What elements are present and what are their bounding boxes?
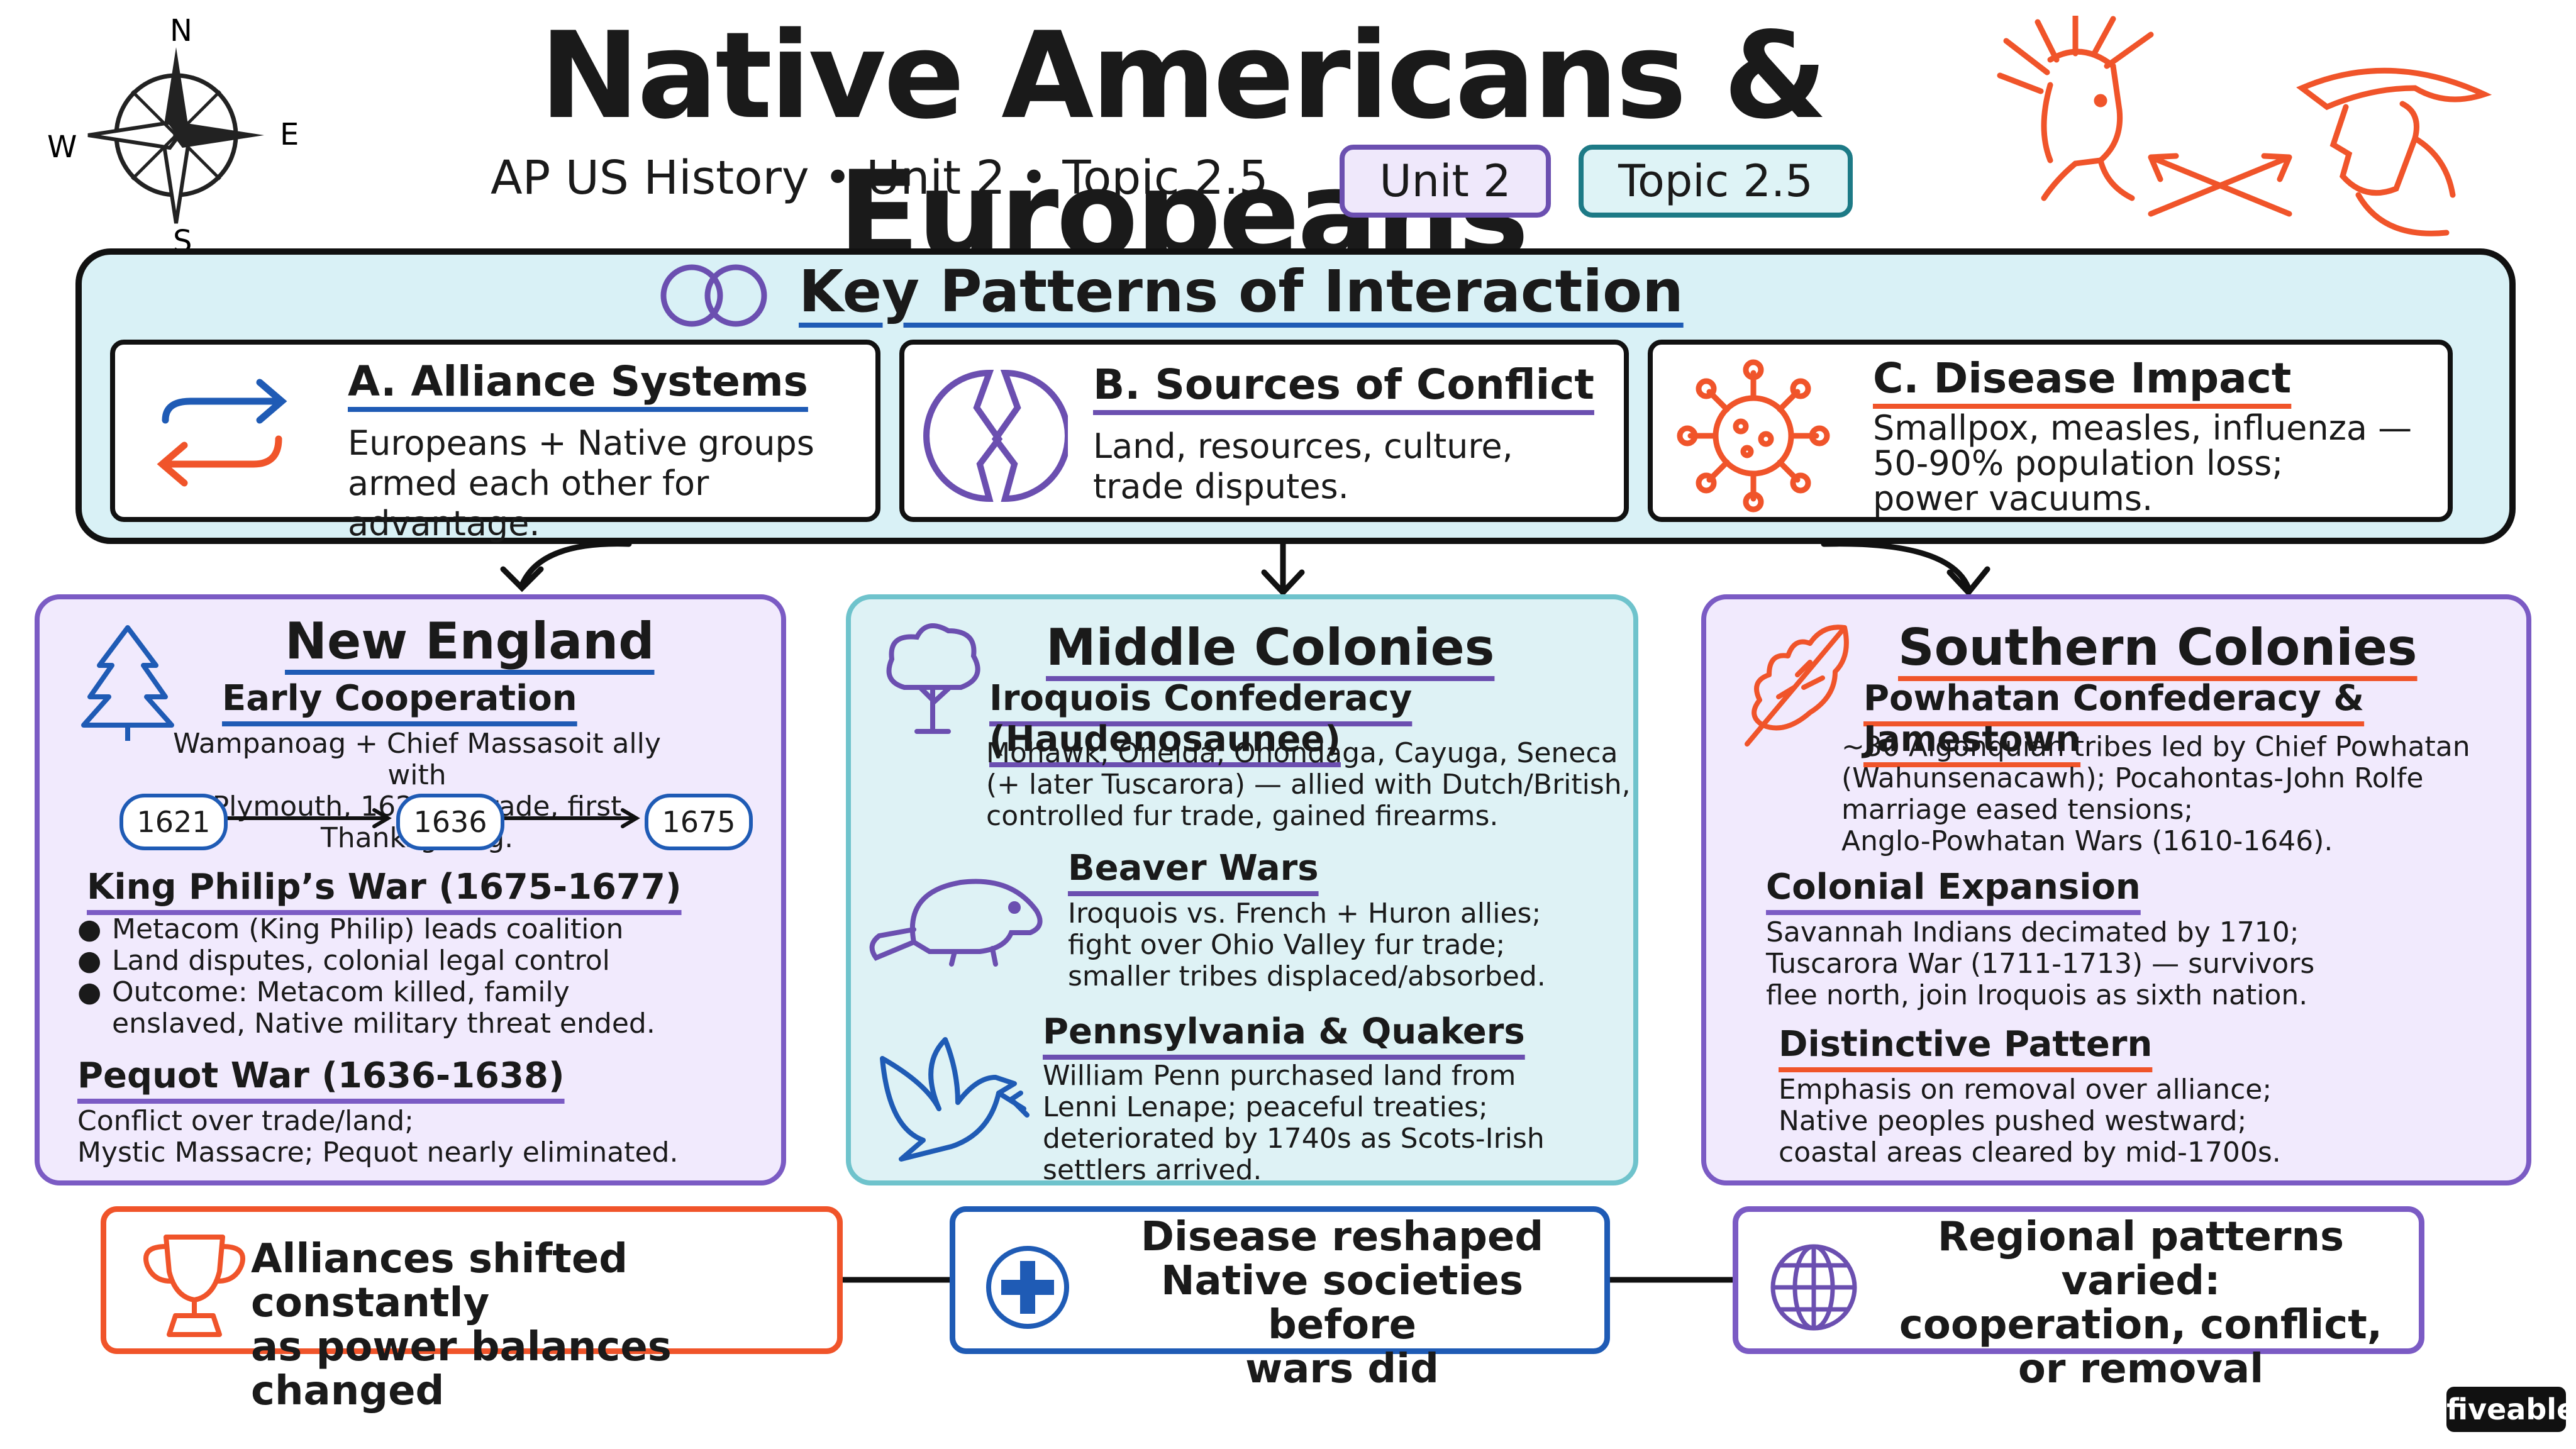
sources-of-conflict-card: B. Sources of Conflict Land, resources, … bbox=[899, 340, 1629, 522]
distinctive-pattern-body: Emphasis on removal over alliance; Nativ… bbox=[1779, 1074, 2281, 1169]
colonial-expansion-title: Colonial Expansion bbox=[1766, 867, 2141, 908]
page-subtitle: AP US History • Unit 2 • Topic 2.5 bbox=[491, 151, 1269, 205]
early-cooperation-title: Early Cooperation bbox=[222, 678, 577, 719]
iroquois-title: Iroquois Confederacy (Haudenosaunee) bbox=[989, 678, 1413, 760]
native-headdress-portrait-icon bbox=[1981, 13, 2189, 204]
timeline-date-1636: 1636 bbox=[396, 794, 504, 850]
takeaway-regional-box: Regional patterns varied: cooperation, c… bbox=[1733, 1206, 2424, 1391]
southern-colonies-panel: Southern Colonies Powhatan Confederacy &… bbox=[1701, 594, 2531, 1185]
takeaway-alliances-box: Alliances shifted constantly as power ba… bbox=[101, 1206, 843, 1413]
new-england-title: New England bbox=[285, 612, 655, 670]
distinctive-pattern-title: Distinctive Pattern bbox=[1779, 1024, 2153, 1065]
bullet-item: ●Land disputes, colonial legal control bbox=[77, 945, 610, 977]
sources-of-conflict-title: B. Sources of Conflict bbox=[1093, 360, 1594, 409]
alliance-systems-card: A. Alliance Systems Europeans + Native g… bbox=[110, 340, 880, 543]
broken-circle-icon bbox=[923, 364, 1071, 508]
crossed-arrows-icon bbox=[2138, 145, 2302, 226]
bullet-item: ●Metacom (King Philip) leads coalition bbox=[77, 913, 624, 945]
oak-leaf-icon bbox=[1735, 618, 1860, 750]
takeaway-alliances-text: Alliances shifted constantly as power ba… bbox=[251, 1236, 672, 1414]
trophy-icon bbox=[131, 1228, 257, 1341]
powhatan-body: ~30 Algonquian tribes led by Chief Powha… bbox=[1841, 731, 2470, 857]
oak-tree-icon bbox=[879, 618, 986, 738]
timeline-date-1621: 1621 bbox=[119, 794, 228, 850]
takeaway-disease-text: Disease reshaped Native societies before… bbox=[1140, 1214, 1544, 1392]
pennsylvania-quakers-title: Pennsylvania & Quakers bbox=[1043, 1011, 1525, 1052]
beaver-wars-body: Iroquois vs. French + Huron allies; figh… bbox=[1068, 897, 1546, 992]
pequot-war-title: Pequot War (1636-1638) bbox=[77, 1055, 565, 1096]
key-patterns-title: Key Patterns of Interaction bbox=[799, 258, 1684, 325]
middle-colonies-panel: Middle Colonies Iroquois Confederacy (Ha… bbox=[846, 594, 1638, 1186]
interlocking-rings-icon bbox=[648, 261, 780, 330]
fiveable-logo: fiveable bbox=[2446, 1387, 2576, 1432]
takeaway-disease-box: Disease reshaped Native societies before… bbox=[950, 1206, 1610, 1391]
sources-of-conflict-body: Land, resources, culture, trade disputes… bbox=[1093, 426, 1513, 506]
pennsylvania-quakers-body: William Penn purchased land from Lenni L… bbox=[1043, 1060, 1545, 1186]
virus-icon bbox=[1672, 357, 1835, 514]
colonist-tricorn-portrait-icon bbox=[2289, 50, 2497, 239]
bullet-item: ●Outcome: Metacom killed, family enslave… bbox=[77, 976, 655, 1040]
king-philips-war-bullets: ●Metacom (King Philip) leads coalition ●… bbox=[77, 914, 769, 1040]
alliance-systems-title: A. Alliance Systems bbox=[348, 357, 808, 406]
svg-text:N: N bbox=[170, 13, 192, 48]
middle-colonies-title: Middle Colonies bbox=[1046, 618, 1495, 677]
timeline-date-1675: 1675 bbox=[645, 794, 753, 850]
powhatan-title: Powhatan Confederacy & Jamestown bbox=[1863, 678, 2365, 760]
svg-text:E: E bbox=[280, 117, 299, 152]
pequot-war-body: Conflict over trade/land; Mystic Massacr… bbox=[77, 1105, 679, 1169]
colonial-expansion-body: Savannah Indians decimated by 1710; Tusc… bbox=[1766, 916, 2315, 1011]
exchange-arrows-icon bbox=[140, 370, 304, 496]
topic-tag: Topic 2.5 bbox=[1579, 145, 1853, 218]
peace-dove-icon bbox=[863, 1033, 1033, 1165]
disease-impact-body: Smallpox, measles, influenza — 50-90% po… bbox=[1873, 408, 2412, 518]
compass-rose-icon: N E S W bbox=[38, 13, 314, 259]
svg-text:W: W bbox=[47, 130, 77, 165]
takeaway-regional-text: Regional patterns varied: cooperation, c… bbox=[1899, 1214, 2383, 1392]
alliance-systems-body: Europeans + Native groups armed each oth… bbox=[348, 423, 814, 543]
disease-impact-title: C. Disease Impact bbox=[1873, 354, 2292, 402]
disease-impact-card: C. Disease Impact Smallpox, measles, inf… bbox=[1648, 340, 2453, 522]
medical-cross-icon bbox=[984, 1243, 1072, 1331]
beaver-icon bbox=[867, 854, 1055, 974]
globe-icon bbox=[1767, 1240, 1861, 1335]
king-philips-war-title: King Philip’s War (1675-1677) bbox=[87, 867, 682, 908]
iroquois-body: Mohawk, Oneida, Onondaga, Cayuga, Seneca… bbox=[986, 737, 1631, 832]
beaver-wars-title: Beaver Wars bbox=[1068, 848, 1319, 889]
new-england-panel: New England Early Cooperation Wampanoag … bbox=[35, 594, 786, 1185]
pine-tree-icon bbox=[74, 621, 181, 741]
unit-tag: Unit 2 bbox=[1340, 145, 1551, 218]
southern-colonies-title: Southern Colonies bbox=[1898, 618, 2418, 677]
